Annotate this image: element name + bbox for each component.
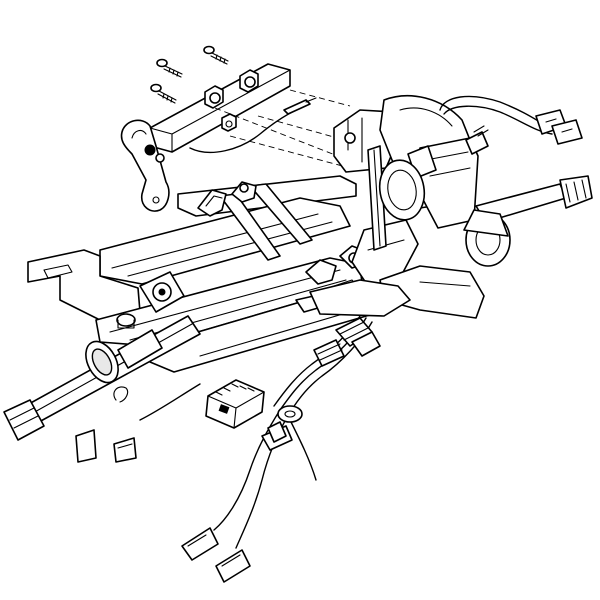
screw-2: [203, 45, 229, 65]
steering-shaft: [3, 271, 201, 441]
screw-3: [150, 83, 177, 104]
wiring-harness: [181, 315, 381, 583]
release-lever: [120, 119, 170, 212]
column-jacket-frame: [27, 175, 381, 373]
switch-harness-top: [439, 95, 583, 155]
small-clip-parts: [75, 383, 201, 463]
lock-housing: [309, 94, 485, 319]
lock-cable: [189, 97, 317, 154]
turn-signal-lever: [463, 175, 593, 267]
screw-1: [156, 58, 183, 78]
lock-bracket-assembly: [149, 63, 291, 153]
